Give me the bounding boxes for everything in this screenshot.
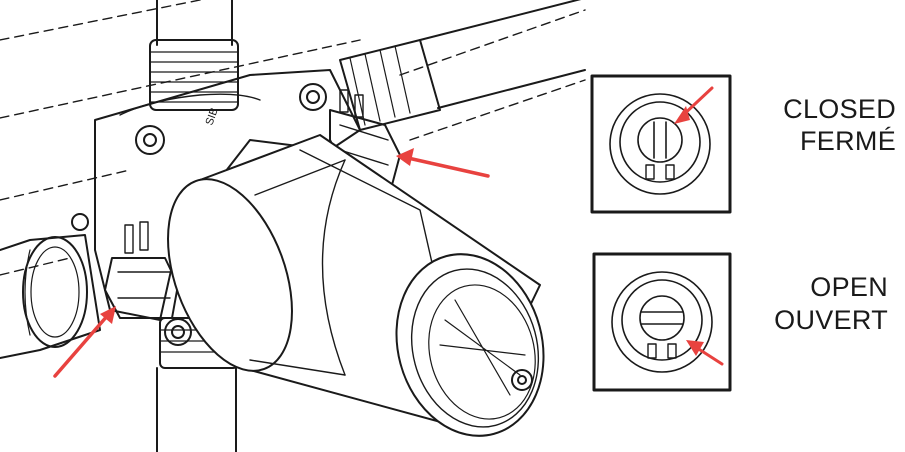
outlet-pipe-right <box>339 0 586 131</box>
riser-pipe-top <box>149 0 239 111</box>
valve-body-marking: SIB <box>204 106 221 127</box>
service-stop-clip-left <box>104 221 179 319</box>
open-state-inset <box>592 252 732 392</box>
closed-label-english: CLOSED <box>783 94 896 124</box>
closed-label-french: FERMÉ <box>800 126 896 156</box>
open-label-french: OUVERT <box>774 305 888 335</box>
wall-guide-lines <box>0 0 586 276</box>
open-label-english: OPEN <box>810 272 888 302</box>
inlet-pipe-left <box>0 234 101 359</box>
red-arrows <box>53 148 490 378</box>
cartridge-housing <box>167 134 545 437</box>
closed-state-inset <box>590 74 732 214</box>
